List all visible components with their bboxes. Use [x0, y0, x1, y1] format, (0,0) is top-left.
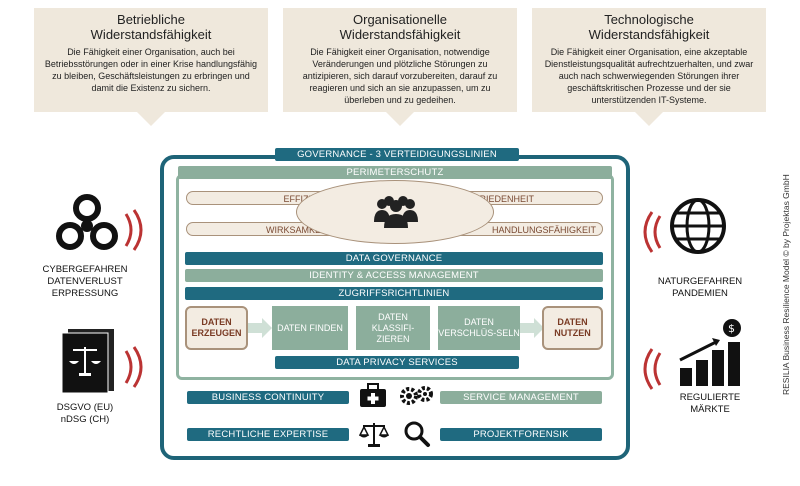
- svg-text:$: $: [728, 322, 735, 335]
- service-management-bar: SERVICE MANAGEMENT: [440, 391, 602, 404]
- people-icon: [374, 196, 418, 228]
- gears-icon: [400, 386, 433, 405]
- arrow-icon: [520, 318, 544, 338]
- biohazard-icon: [56, 194, 118, 250]
- people-ellipse: [296, 180, 494, 244]
- box-text: Die Fähigkeit einer Organisation, eine a…: [544, 47, 754, 105]
- scales-icon: [359, 423, 389, 447]
- flow-klassifizieren: DATEN KLASSIFI-ZIEREN: [356, 306, 430, 350]
- box-text: Die Fähigkeit einer Organisation, notwen…: [302, 47, 498, 105]
- data-privacy-bar: DATA PRIVACY SERVICES: [275, 356, 519, 369]
- box-text: Die Fähigkeit einer Organisation, auch b…: [44, 47, 258, 93]
- law-book-icon: [61, 329, 114, 394]
- signal-waves-icon: [643, 348, 662, 390]
- dsgvo-label: DSGVO (EU)nDSG (CH): [56, 402, 114, 425]
- signal-waves-icon: [124, 346, 143, 388]
- pill-handlungsfaehigkeit: HANDLUNGSFÄHIGKEIT: [455, 222, 603, 236]
- magnifier-icon: [404, 421, 430, 447]
- perimeter-bar: PERIMETERSCHUTZ: [178, 166, 612, 179]
- projektforensik-bar: PROJEKTFORENSIK: [440, 428, 602, 441]
- signal-waves-icon: [124, 209, 143, 251]
- credit-text: RESILIA Business Resilience Model © by P…: [781, 174, 791, 395]
- governance-bar: GOVERNANCE - 3 VERTEIDIGUNGSLINIEN: [275, 148, 519, 161]
- market-growth-icon: $: [679, 319, 741, 386]
- flow-erzeugen: DATEN ERZEUGEN: [185, 306, 248, 350]
- globe-icon: [670, 198, 726, 254]
- rechtliche-expertise-bar: RECHTLICHE EXPERTISE: [187, 428, 349, 441]
- zugriff-bar: ZUGRIFFSRICHTLINIEN: [185, 287, 603, 300]
- iam-bar: IDENTITY & ACCESS MANAGEMENT: [185, 269, 603, 282]
- flow-nutzen: DATEN NUTZEN: [542, 306, 603, 350]
- arrow-icon: [248, 318, 272, 338]
- first-aid-kit-icon: [360, 383, 386, 407]
- pill-zufriedenheit: ZUFRIEDENHEIT: [455, 191, 603, 205]
- business-continuity-bar: BUSINESS CONTINUITY: [187, 391, 349, 404]
- data-governance-bar: DATA GOVERNANCE: [185, 252, 603, 265]
- flow-verschluesseln: DATEN VERSCHLÜS-SELN: [438, 306, 520, 350]
- flow-finden: DATEN FINDEN: [272, 306, 348, 350]
- signal-waves-icon: [643, 211, 662, 253]
